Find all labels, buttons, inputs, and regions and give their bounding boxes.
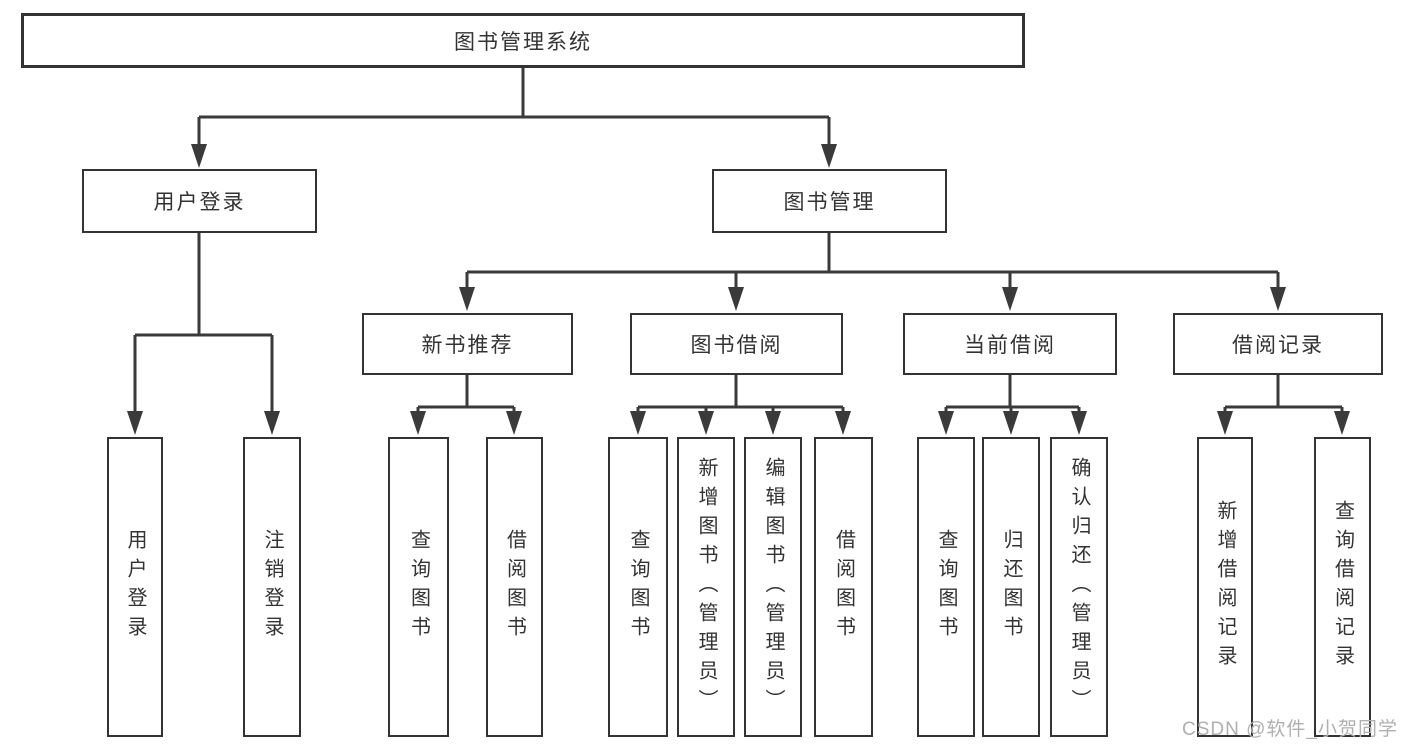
node-library-management-system: 图书管理系统	[21, 13, 1025, 68]
leaf-query-books-borrowing: 查询图书	[608, 437, 668, 737]
node-label: 查询图书	[627, 529, 649, 645]
leaf-query-books-recommend: 查询图书	[388, 437, 449, 737]
node-label: 用户登录	[124, 529, 146, 645]
leaf-add-borrow-record: 新增借阅记录	[1197, 437, 1253, 737]
node-label: 注销登录	[261, 529, 283, 645]
node-label: 查询借阅记录	[1331, 500, 1354, 674]
node-label: 图书借阅	[690, 334, 783, 357]
node-current-borrowing: 当前借阅	[903, 313, 1117, 375]
node-borrowing-records: 借阅记录	[1173, 313, 1383, 375]
node-label: 借阅图书	[503, 529, 526, 645]
node-book-borrowing: 图书借阅	[630, 313, 843, 375]
csdn-watermark: CSDN @软件_小贺同学	[1182, 719, 1398, 740]
leaf-confirm-return-admin: 确认归还（管理员）	[1050, 437, 1108, 737]
leaf-logout-login: 注销登录	[243, 437, 301, 737]
node-label: 新增借阅记录	[1214, 500, 1236, 674]
node-new-book-recommend: 新书推荐	[362, 313, 573, 375]
leaf-borrow-books-recommend: 借阅图书	[486, 437, 543, 737]
node-label: 查询图书	[407, 529, 430, 645]
node-user-login: 用户登录	[82, 169, 317, 233]
leaf-query-books-current: 查询图书	[917, 437, 975, 737]
node-label: 当前借阅	[964, 334, 1056, 357]
leaf-user-login: 用户登录	[107, 437, 163, 737]
node-label: 新增图书（管理员）	[695, 456, 717, 718]
node-label: 用户登录	[153, 191, 246, 214]
leaf-borrow-books: 借阅图书	[814, 437, 873, 737]
node-label: 图书管理	[783, 191, 876, 214]
node-label: 新书推荐	[421, 334, 514, 357]
leaf-query-borrow-record: 查询借阅记录	[1314, 437, 1371, 737]
node-label: 查询图书	[935, 529, 957, 645]
node-label: 借阅图书	[832, 529, 855, 645]
node-label: 图书管理系统	[454, 30, 592, 54]
node-label: 借阅记录	[1232, 334, 1324, 357]
arrowheads	[127, 144, 1350, 435]
leaf-edit-books-admin: 编辑图书（管理员）	[744, 437, 802, 737]
leaf-return-books: 归还图书	[982, 437, 1040, 737]
node-label: 确认归还（管理员）	[1068, 456, 1090, 718]
leaf-add-books-admin: 新增图书（管理员）	[677, 437, 735, 737]
node-book-management: 图书管理	[712, 169, 947, 233]
node-label: 编辑图书（管理员）	[762, 456, 784, 718]
node-label: 归还图书	[1000, 529, 1022, 645]
